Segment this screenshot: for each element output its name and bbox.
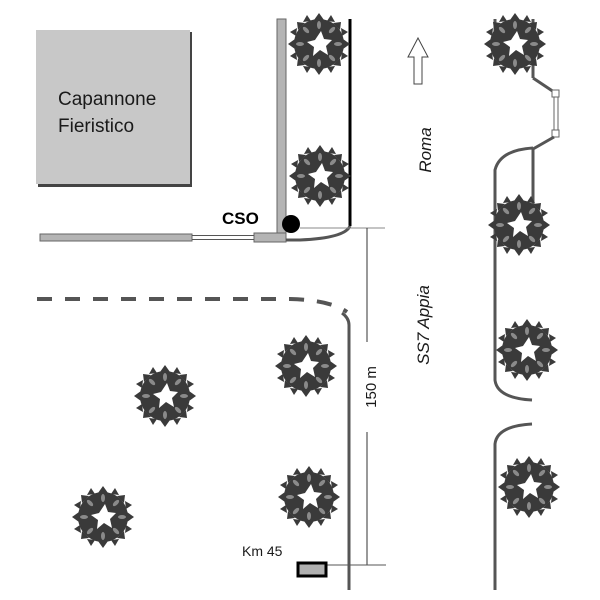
tree-icon (72, 486, 134, 548)
distance-dimension: 150 m (318, 228, 386, 566)
tree-icon (484, 13, 546, 75)
tree-icon (289, 145, 351, 207)
milestone-km45: Km 45 (242, 543, 328, 578)
road-west-edge-lower (341, 311, 351, 590)
tree-icon (275, 335, 337, 397)
building-label-line2: Fieristico (58, 116, 134, 137)
building-capannone-fieristico: Capannone Fieristico (36, 30, 192, 187)
arrow-up-icon (407, 36, 429, 85)
road-name-ss7-appia: SS7 Appia (414, 285, 433, 365)
tree-icon (498, 456, 560, 518)
road-name-roma: Roma (416, 127, 435, 172)
road-west-edge-upper (286, 19, 385, 242)
building-label-line1: Capannone (58, 89, 156, 110)
distance-label: 150 m (363, 366, 380, 408)
cso-label: CSO (222, 209, 259, 228)
tree-icon (134, 365, 196, 427)
cso-outfall: CSO (222, 209, 300, 233)
tree-icon (278, 466, 340, 528)
tree-icon (488, 194, 550, 256)
tree-icon (496, 319, 558, 381)
walls (39, 18, 287, 243)
tree-icon (288, 13, 350, 75)
dashed-boundary (37, 297, 349, 314)
milestone-label: Km 45 (242, 543, 283, 559)
